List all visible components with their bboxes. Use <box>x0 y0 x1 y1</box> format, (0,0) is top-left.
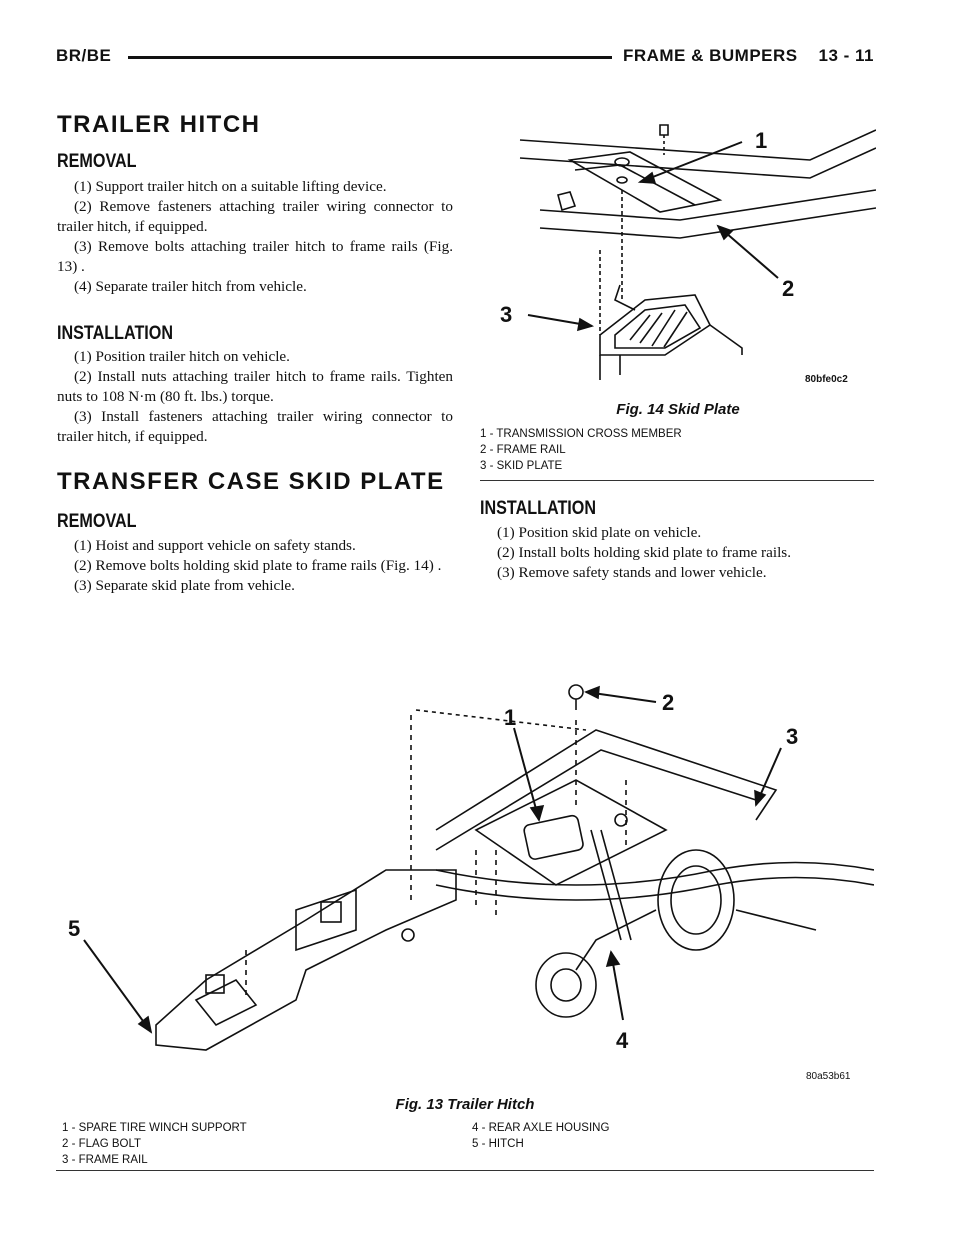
step: (3) Separate skid plate from vehicle. <box>74 577 295 594</box>
fig13-legend-right: 4 - REAR AXLE HOUSING 5 - HITCH <box>472 1120 609 1152</box>
fig14-legend: 1 - TRANSMISSION CROSS MEMBER 2 - FRAME … <box>480 426 682 474</box>
step: (1) Support trailer hitch on a suitable … <box>74 178 387 195</box>
section-page-number: FRAME & BUMPERS 13 - 11 <box>622 46 874 65</box>
skid-plate-installation-steps: (1) Position skid plate on vehicle. (2) … <box>480 523 876 583</box>
callout-3: 3 <box>500 302 512 327</box>
skid-plate-illustration: 1 2 3 <box>500 124 876 380</box>
fig14-rule <box>480 480 874 481</box>
skid-plate-installation-heading: INSTALLATION <box>480 498 597 519</box>
skid-plate-removal-heading: REMOVAL <box>57 511 137 532</box>
fig14-title: Fig. 14 Skid Plate <box>616 401 740 418</box>
skid-plate-title: TRANSFER CASE SKID PLATE <box>57 468 445 495</box>
fig13-rule <box>56 1170 874 1171</box>
callout-5: 5 <box>68 916 80 941</box>
trailer-hitch-installation-steps: (1) Position trailer hitch on vehicle. (… <box>57 347 453 447</box>
fig13-title: Fig. 13 Trailer Hitch <box>395 1096 535 1113</box>
trailer-hitch-title: TRAILER HITCH <box>57 111 261 138</box>
header-rule <box>128 56 612 59</box>
legend-item: 5 - HITCH <box>472 1138 524 1150</box>
callout-2: 2 <box>662 690 674 715</box>
step: (2) Install nuts attaching trailer hitch… <box>57 368 453 405</box>
legend-item: 1 - SPARE TIRE WINCH SUPPORT <box>62 1122 247 1134</box>
step: (4) Separate trailer hitch from vehicle. <box>74 278 307 295</box>
callout-4: 4 <box>616 1028 629 1053</box>
legend-item: 4 - REAR AXLE HOUSING <box>472 1122 610 1134</box>
legend-item: 3 - FRAME RAIL <box>62 1154 148 1166</box>
trailer-hitch-installation-heading: INSTALLATION <box>57 323 174 344</box>
callout-1: 1 <box>504 705 516 730</box>
legend-item: 2 - FRAME RAIL <box>480 444 566 456</box>
callout-2: 2 <box>782 276 794 301</box>
step: (1) Position skid plate on vehicle. <box>497 524 702 541</box>
step: (1) Hoist and support vehicle on safety … <box>74 537 356 554</box>
step: (3) Remove safety stands and lower vehic… <box>497 564 767 581</box>
skid-plate-removal-steps: (1) Hoist and support vehicle on safety … <box>57 536 453 596</box>
fig13-legend-left: 1 - SPARE TIRE WINCH SUPPORT 2 - FLAG BO… <box>62 1120 247 1168</box>
trailer-hitch-illustration: 1 2 3 4 5 <box>68 684 874 1053</box>
step: (3) Remove bolts attaching trailer hitch… <box>57 238 453 275</box>
callout-3: 3 <box>786 724 798 749</box>
legend-item: 3 - SKID PLATE <box>480 460 563 472</box>
step: (2) Remove bolts holding skid plate to f… <box>74 557 442 574</box>
trailer-hitch-removal-steps: (1) Support trailer hitch on a suitable … <box>57 177 453 297</box>
fig13-code: 80a53b61 <box>806 1071 851 1082</box>
step: (2) Install bolts holding skid plate to … <box>497 544 791 561</box>
step: (2) Remove fasteners attaching trailer w… <box>57 198 453 235</box>
step: (1) Position trailer hitch on vehicle. <box>74 348 290 365</box>
step: (3) Install fasteners attaching trailer … <box>57 408 453 445</box>
fig14-code: 80bfe0c2 <box>805 374 848 385</box>
callout-1: 1 <box>755 128 767 153</box>
legend-item: 1 - TRANSMISSION CROSS MEMBER <box>480 428 682 440</box>
page-header: BR/BE FRAME & BUMPERS 13 - 11 <box>56 46 874 72</box>
manual-model: BR/BE <box>56 46 112 65</box>
trailer-hitch-removal-heading: REMOVAL <box>57 151 137 172</box>
legend-item: 2 - FLAG BOLT <box>62 1138 142 1150</box>
